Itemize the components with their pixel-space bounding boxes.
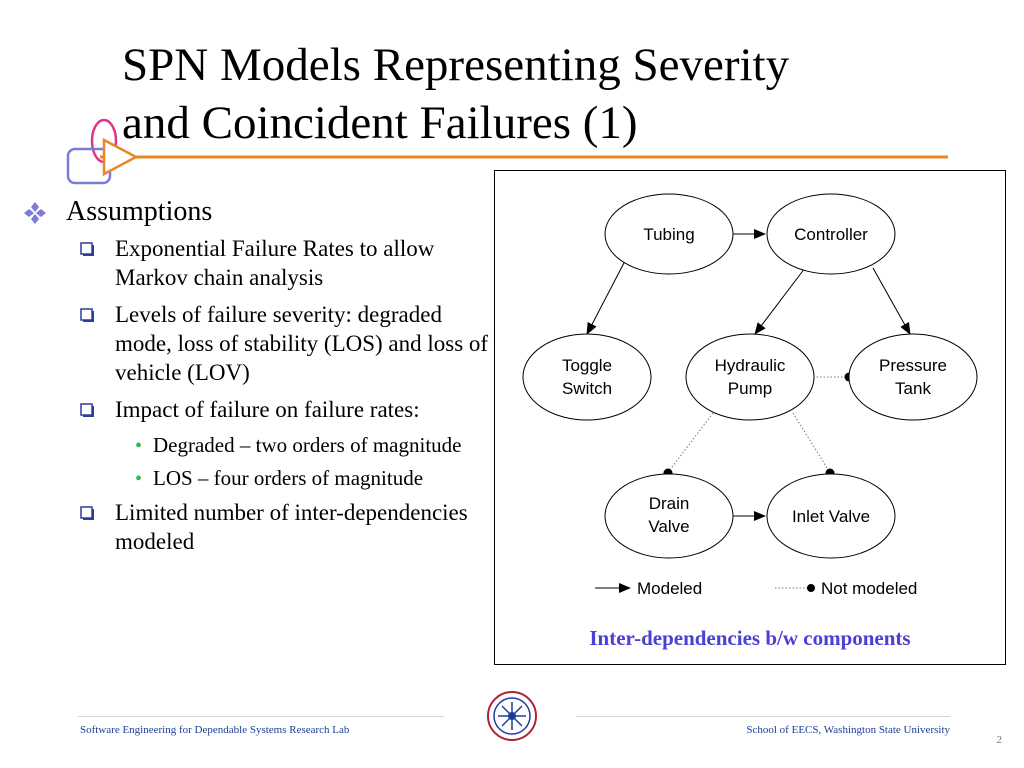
bullet-item: Impact of failure on failure rates: — [22, 395, 492, 424]
bullet-item-text: Impact of failure on failure rates: — [115, 397, 420, 422]
legend-dot — [807, 584, 815, 592]
bullet-assumptions: Assumptions — [22, 196, 492, 228]
edge-controller-pressure — [872, 267, 911, 335]
node-toggle-switch: Toggle Switch — [522, 333, 652, 421]
node-tubing: Tubing — [604, 193, 734, 275]
node-pressure-label-2: Tank — [895, 379, 931, 398]
bullet-item: Levels of failure severity: degraded mod… — [22, 300, 492, 387]
bullet-item-text: Levels of failure severity: degraded mod… — [115, 302, 489, 385]
slide-title: SPN Models Representing Severity and Coi… — [122, 36, 1002, 152]
square-bullet-icon — [80, 403, 94, 417]
node-toggle-label-1: Toggle — [562, 356, 612, 375]
sub-bullet-item: • LOS – four orders of magnitude — [22, 465, 492, 491]
edge-hydraulic-inlet — [792, 412, 830, 472]
footer-divider-right — [576, 716, 950, 717]
node-pressure-tank: Pressure Tank — [848, 333, 978, 421]
node-hydraulic-label-2: Pump — [728, 379, 772, 398]
diamond-bullet-icon — [24, 202, 46, 224]
node-hydraulic-label-1: Hydraulic — [715, 356, 786, 375]
dot-bullet-icon: • — [135, 468, 143, 490]
node-drain-valve: Drain Valve — [604, 473, 734, 559]
title-line-1: SPN Models Representing Severity — [122, 39, 790, 91]
node-controller: Controller — [766, 193, 896, 275]
dependency-diagram: Tubing Controller Toggle Switch Hydrauli… — [494, 170, 1006, 665]
dot-bullet-icon: • — [135, 435, 143, 457]
node-pressure-label-1: Pressure — [879, 356, 947, 375]
title-line-2: and Coincident Failures (1) — [122, 97, 638, 149]
bullet-assumptions-text: Assumptions — [66, 196, 213, 227]
edge-tubing-toggle — [586, 260, 626, 335]
node-inlet-label: Inlet Valve — [792, 507, 870, 526]
square-bullet-icon — [80, 308, 94, 322]
square-bullet-icon — [80, 506, 94, 520]
node-drain-label-2: Valve — [648, 517, 689, 536]
node-tubing-label: Tubing — [643, 225, 694, 244]
footer-divider-left — [78, 716, 444, 717]
bullet-list: Assumptions Exponential Failure Rates to… — [22, 196, 492, 564]
sub-bullet-text: Degraded – two orders of magnitude — [153, 433, 462, 457]
bullet-item: Limited number of inter-dependencies mod… — [22, 498, 492, 556]
bullet-item: Exponential Failure Rates to allow Marko… — [22, 234, 492, 292]
legend: Modeled Not modeled — [595, 579, 917, 598]
footer-left-text: Software Engineering for Dependable Syst… — [80, 724, 350, 736]
lab-logo-seal — [487, 691, 537, 741]
square-bullet-icon — [80, 242, 94, 256]
footer-right-text: School of EECS, Washington State Univers… — [746, 724, 950, 736]
orange-triangle-decoration — [102, 137, 139, 177]
diagram-canvas: Tubing Controller Toggle Switch Hydrauli… — [522, 193, 978, 598]
bullet-item-text: Exponential Failure Rates to allow Marko… — [115, 236, 435, 290]
page-number: 2 — [996, 734, 1003, 746]
legend-modeled-label: Modeled — [637, 579, 702, 598]
legend-not-modeled-label: Not modeled — [821, 579, 917, 598]
node-inlet-valve: Inlet Valve — [766, 473, 896, 559]
edge-controller-hydraulic — [754, 267, 806, 335]
sub-bullet-item: • Degraded – two orders of magnitude — [22, 432, 492, 458]
bullet-item-text: Limited number of inter-dependencies mod… — [115, 500, 468, 554]
diagram-caption: Inter-dependencies b/w components — [589, 626, 911, 650]
title-decoration — [66, 118, 948, 185]
node-controller-label: Controller — [794, 225, 868, 244]
edge-hydraulic-drain — [668, 412, 714, 472]
node-toggle-label-2: Switch — [562, 379, 612, 398]
node-hydraulic-pump: Hydraulic Pump — [685, 333, 815, 421]
node-drain-label-1: Drain — [649, 494, 690, 513]
sub-bullet-text: LOS – four orders of magnitude — [153, 466, 424, 490]
